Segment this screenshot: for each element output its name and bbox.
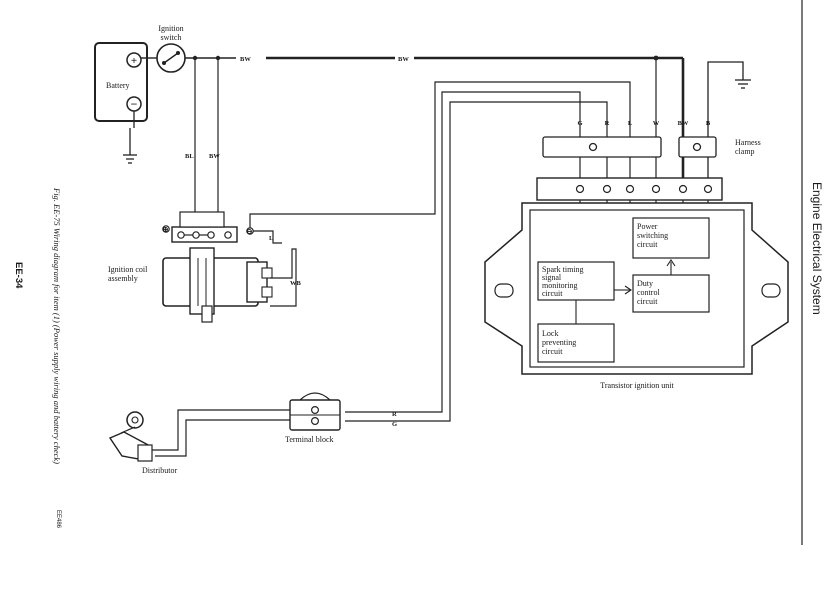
distributor-label: Distributor bbox=[142, 466, 177, 475]
transistor-ignition-unit bbox=[484, 177, 789, 375]
wire-label-l: L bbox=[269, 235, 274, 242]
figure-code: EE486 bbox=[55, 510, 61, 529]
svg-text:switch: switch bbox=[161, 33, 182, 42]
ignition-switch-label: Ignition bbox=[158, 24, 183, 33]
battery: + − Battery bbox=[94, 42, 148, 122]
wire-label-bl: BL bbox=[185, 153, 194, 160]
terminal-label: G bbox=[577, 120, 582, 127]
wire-label-bw-down: BW bbox=[209, 153, 220, 160]
page-number: EE-34 bbox=[13, 262, 24, 289]
unit-ground-icon bbox=[707, 61, 751, 188]
spark-timing-label: Spark timing bbox=[542, 265, 584, 274]
svg-text:circuit: circuit bbox=[542, 347, 563, 356]
terminal-label: BW bbox=[678, 120, 689, 127]
svg-text:signal: signal bbox=[542, 273, 562, 282]
wire-label-bw-left: BW bbox=[240, 56, 251, 63]
power-switching-label: Power bbox=[637, 222, 658, 231]
wire-label-g: G bbox=[392, 421, 397, 428]
terminal-label: W bbox=[653, 120, 660, 127]
svg-text:−: − bbox=[131, 97, 138, 111]
svg-text:circuit: circuit bbox=[637, 297, 658, 306]
duty-control-label: Duty bbox=[637, 279, 653, 288]
svg-text:+: + bbox=[131, 55, 137, 67]
ignition-coil bbox=[162, 211, 273, 323]
svg-text:⊕: ⊕ bbox=[162, 225, 169, 234]
terminal-label: B bbox=[706, 120, 711, 127]
svg-text:circuit: circuit bbox=[542, 289, 563, 298]
battery-label: Battery bbox=[106, 81, 130, 90]
terminal-label: L bbox=[628, 120, 633, 127]
svg-text:control: control bbox=[637, 288, 660, 297]
svg-text:assembly: assembly bbox=[108, 274, 138, 283]
wire-label-r: R bbox=[392, 411, 397, 418]
harness-clamp bbox=[542, 136, 717, 158]
ignition-switch: Ignition switch bbox=[156, 24, 186, 73]
section-title: Engine Electrical System bbox=[810, 182, 824, 315]
ignition-coil-label: Ignition coil bbox=[108, 265, 148, 274]
terminal-block-label: Terminal block bbox=[285, 435, 334, 444]
svg-text:clamp: clamp bbox=[735, 147, 755, 156]
wire-label-wb: WB bbox=[290, 280, 302, 287]
distributor bbox=[108, 411, 153, 462]
wire-label-bw-mid: BW bbox=[398, 56, 409, 63]
figure-caption: Fig. EE-75 Wiring diagram for item (1) (… bbox=[52, 187, 62, 464]
svg-text:switching: switching bbox=[637, 231, 668, 240]
battery-ground-icon bbox=[123, 111, 137, 164]
transistor-unit-label: Transistor ignition unit bbox=[600, 381, 674, 390]
svg-text:circuit: circuit bbox=[637, 240, 658, 249]
svg-text:preventing: preventing bbox=[542, 338, 576, 347]
terminal-label: R bbox=[605, 120, 610, 127]
terminal-block bbox=[289, 392, 341, 431]
svg-text:⊖: ⊖ bbox=[246, 227, 253, 236]
lock-preventing-label: Lock bbox=[542, 329, 558, 338]
svg-text:monitoring: monitoring bbox=[542, 281, 578, 290]
harness-clamp-label: Harness bbox=[735, 138, 761, 147]
